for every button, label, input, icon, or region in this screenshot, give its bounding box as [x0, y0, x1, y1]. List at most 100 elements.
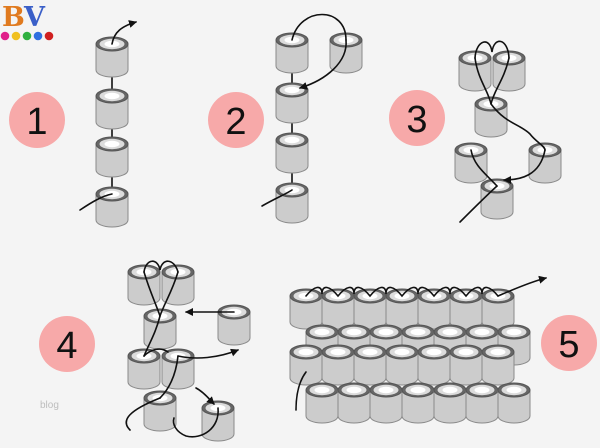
- step-number-3: 3: [406, 99, 427, 141]
- bead-body: [528, 149, 562, 184]
- threads-front: [79, 13, 547, 438]
- bead-body: [492, 57, 526, 92]
- bead-hole: [104, 92, 120, 100]
- bead-hole: [506, 328, 522, 336]
- step-badge-circle: [39, 316, 95, 372]
- step-badge-3: 3: [389, 90, 445, 146]
- bead-hole: [426, 348, 442, 356]
- bead-body: [161, 271, 195, 306]
- thread-arrow: [503, 149, 546, 184]
- bead-hole: [284, 136, 300, 144]
- thread: [261, 189, 293, 207]
- bead: [465, 382, 499, 424]
- step-badge-circle: [389, 90, 445, 146]
- thread-arrow: [111, 20, 137, 45]
- thread-arrow: [497, 275, 547, 297]
- bead: [95, 186, 129, 228]
- bead-hole: [314, 328, 330, 336]
- step-number-2: 2: [225, 101, 246, 143]
- bead: [369, 382, 403, 424]
- bead-body: [95, 43, 129, 78]
- bead-hole: [410, 328, 426, 336]
- step-badge-2: 2: [208, 92, 264, 148]
- bead: [95, 36, 129, 78]
- bead-hole: [362, 348, 378, 356]
- logo-dot: [0, 31, 10, 41]
- bead-hole: [314, 386, 330, 394]
- bead-hole: [394, 348, 410, 356]
- logo-dots: [0, 31, 54, 41]
- bead: [161, 348, 195, 390]
- thread: [172, 407, 219, 438]
- step-number-5: 5: [558, 324, 579, 366]
- step-badge-circle: [208, 92, 264, 148]
- thread: [305, 286, 499, 298]
- bead: [497, 324, 531, 366]
- bead-body: [497, 389, 531, 424]
- step-badge-circle: [541, 315, 597, 371]
- bead: [201, 400, 235, 442]
- bead: [481, 344, 515, 386]
- bead: [401, 382, 435, 424]
- bead-body: [275, 39, 309, 74]
- bead-hole: [474, 386, 490, 394]
- bead-body: [95, 95, 129, 130]
- bead: [143, 308, 177, 350]
- bead-body: [275, 189, 309, 224]
- bead-body: [127, 355, 161, 390]
- bead: [449, 344, 483, 386]
- thread-arrow: [177, 348, 239, 359]
- thread: [295, 371, 307, 411]
- logo: B V: [0, 2, 54, 41]
- bead: [217, 304, 251, 346]
- bead-hole: [506, 386, 522, 394]
- bead: [275, 182, 309, 224]
- bead-hole: [378, 328, 394, 336]
- step-badge-1: 1: [9, 92, 65, 148]
- thread: [291, 13, 347, 41]
- bead-body: [481, 351, 515, 386]
- step-number-4: 4: [56, 325, 77, 367]
- bead-hole: [474, 328, 490, 336]
- bead-body: [201, 407, 235, 442]
- bead-hole: [298, 348, 314, 356]
- bead-hole: [458, 348, 474, 356]
- thread: [490, 103, 546, 151]
- bead: [337, 382, 371, 424]
- step-number-1: 1: [26, 101, 47, 143]
- thread: [143, 315, 161, 357]
- logo-dot: [11, 31, 21, 41]
- beads: [95, 32, 562, 442]
- thread-arrow: [195, 387, 215, 405]
- bead-hole: [410, 386, 426, 394]
- bead-body: [275, 89, 309, 124]
- bead: [454, 142, 488, 184]
- thread: [159, 355, 179, 399]
- thread: [470, 149, 498, 187]
- threads-back: [111, 43, 293, 191]
- bead: [353, 344, 387, 386]
- bead-body: [95, 193, 129, 228]
- bead: [497, 382, 531, 424]
- thread-arrow: [299, 39, 347, 90]
- bead-body: [143, 397, 177, 432]
- thread: [79, 193, 113, 211]
- thread: [143, 348, 169, 357]
- step-badge-4: 4: [39, 316, 95, 372]
- bead-hole: [104, 140, 120, 148]
- bead-body: [217, 311, 251, 346]
- bead: [305, 382, 339, 424]
- bead-hole: [346, 386, 362, 394]
- logo-dot: [44, 31, 54, 41]
- bead-hole: [346, 328, 362, 336]
- bead-body: [275, 139, 309, 174]
- bead-hole: [490, 348, 506, 356]
- bead: [433, 382, 467, 424]
- step-badge-circle: [9, 92, 65, 148]
- bead-hole: [284, 86, 300, 94]
- logo-letter-v: V: [23, 2, 46, 33]
- bead-hole: [442, 328, 458, 336]
- thread: [459, 185, 498, 223]
